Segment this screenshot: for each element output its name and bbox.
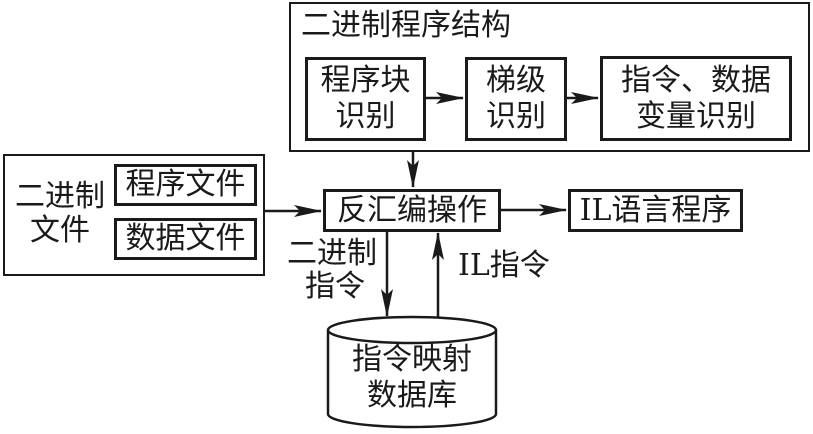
program-file-box: 程序文件 xyxy=(114,164,257,206)
disassembly-label: 反汇编操作 xyxy=(337,192,487,228)
binary-instruction-label-line2: 指令 xyxy=(305,269,365,304)
step-block-line1: 程序块 xyxy=(320,63,411,98)
step-instr-line1: 指令、数据 xyxy=(621,62,771,98)
step-block-recognition: 程序块 识别 xyxy=(305,57,426,141)
step-rung-line2: 识别 xyxy=(486,99,546,134)
il-instruction-label: IL指令 xyxy=(458,248,550,283)
program-file-label: 程序文件 xyxy=(125,167,246,202)
binary-file-title-line1: 二进制 xyxy=(15,179,105,214)
database-label-line2: 数据库 xyxy=(367,378,457,413)
step-instr-line2: 变量识别 xyxy=(636,98,756,134)
il-program-label: IL语言程序 xyxy=(579,192,732,228)
step-instruction-data-recognition: 指令、数据 变量识别 xyxy=(600,56,792,141)
structure-group-title: 二进制程序结构 xyxy=(301,8,511,43)
data-file-label: 数据文件 xyxy=(125,221,246,256)
disassembly-box: 反汇编操作 xyxy=(323,189,501,232)
binary-file-group xyxy=(3,154,265,276)
binary-file-title-line2: 文件 xyxy=(30,213,90,248)
step-block-line2: 识别 xyxy=(335,99,396,134)
binary-instruction-label-line1: 二进制 xyxy=(287,236,377,271)
structure-group xyxy=(289,2,810,152)
database-label-line1: 指令映射 xyxy=(352,342,472,377)
step-rung-line1: 梯级 xyxy=(486,63,546,98)
step-rung-recognition: 梯级 识别 xyxy=(465,57,567,141)
data-file-box: 数据文件 xyxy=(114,218,257,260)
il-program-box: IL语言程序 xyxy=(568,189,743,232)
database-cylinder xyxy=(326,315,498,429)
